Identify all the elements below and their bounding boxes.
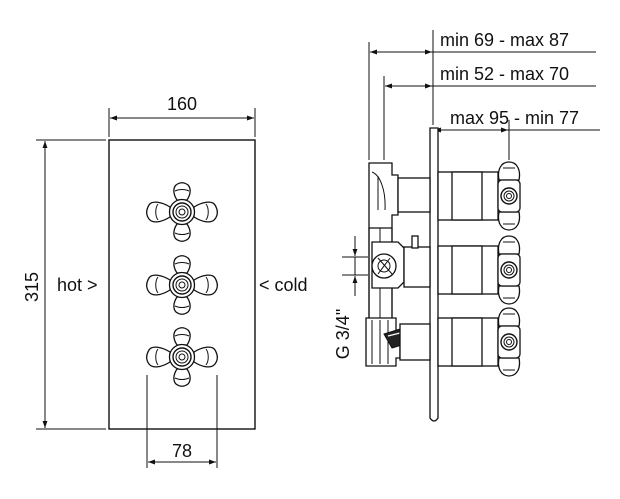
hot-label: hot >: [57, 275, 98, 295]
bottom-handle-icon: [146, 327, 218, 387]
top-handle-icon: [146, 182, 218, 242]
side-handle-middle-icon: [497, 235, 521, 305]
side-view: min 69 - max 87 min 52 - max 70 max 95 -…: [333, 30, 600, 422]
side-plate: [429, 127, 439, 422]
dimension-label-2: min 52 - max 70: [440, 64, 569, 84]
width-dimension-label: 160: [167, 94, 197, 114]
dimension-label-3: max 95 - min 77: [450, 108, 579, 128]
height-dimension-label: 315: [22, 272, 42, 302]
front-view: 160 315 hot > < cold 78: [22, 94, 308, 468]
side-handle-top-icon: [497, 161, 521, 231]
side-handle-bottom-icon: [497, 307, 521, 377]
thread-size-label: G 3/4": [333, 309, 353, 359]
cover-plate: [108, 139, 256, 430]
spacing-dimension-label: 78: [172, 441, 192, 461]
dimension-label-1: min 69 - max 87: [440, 30, 569, 50]
cold-label: < cold: [259, 275, 308, 295]
valve-body-top: [368, 162, 399, 229]
middle-handle-icon: [146, 255, 218, 315]
